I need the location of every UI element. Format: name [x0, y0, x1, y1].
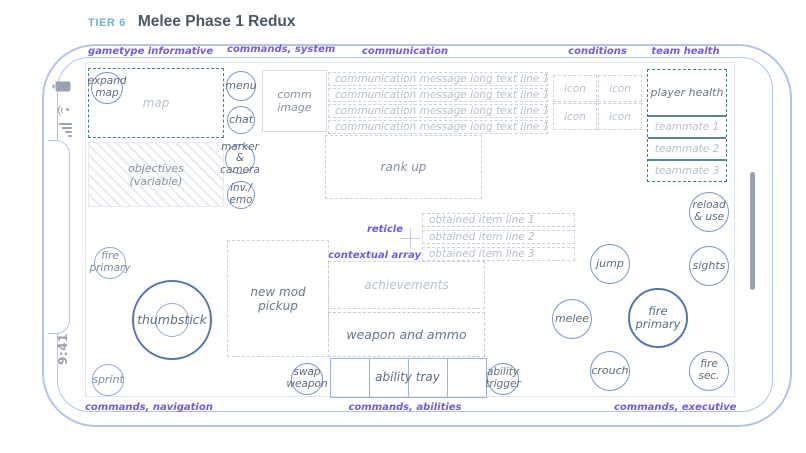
comm-message-line: communication message long text line 1: [328, 72, 548, 86]
player-health-row: player health: [650, 86, 724, 99]
phone-screen: [85, 62, 735, 397]
comm-image-region: comm image: [262, 70, 327, 132]
ability-trigger-button[interactable]: ability trigger: [485, 363, 521, 395]
ability-slot[interactable]: [447, 359, 486, 397]
melee-button[interactable]: melee: [552, 299, 592, 339]
fire-primary-button[interactable]: fire primary: [628, 288, 688, 348]
ability-tray: [330, 358, 487, 398]
reload-use-button[interactable]: reload & use: [689, 192, 729, 232]
map-region: map: [88, 68, 224, 138]
thumbstick[interactable]: thumbstick: [132, 280, 212, 360]
chat-button[interactable]: chat: [227, 106, 255, 134]
wifi-icon: [56, 102, 73, 118]
tier-badge: TIER 6: [88, 17, 126, 29]
cell-signal-icon: [58, 121, 72, 137]
rank-up-label: rank up: [380, 160, 427, 174]
rank-up-region: rank up: [325, 135, 482, 199]
phone-case: [42, 44, 792, 427]
obtained-item-line: obtained item line 1: [422, 213, 575, 227]
objectives-label: objectives (variable): [128, 161, 184, 188]
menu-button[interactable]: menu: [225, 71, 257, 101]
zone-label-gametype-informative: gametype informative: [88, 46, 214, 57]
condition-icon: icon: [598, 103, 642, 130]
phone-notch: [48, 140, 70, 334]
status-time: 9:41: [56, 333, 70, 365]
ability-slot[interactable]: [331, 359, 369, 397]
comm-message-line: communication message long text line 1: [328, 88, 548, 102]
team-health-region: player health teammate 1 teammate 2 team…: [647, 69, 727, 182]
ability-slot[interactable]: [369, 359, 408, 397]
achievements-region: achievements: [328, 261, 485, 309]
zone-label-commands-abilities: commands, abilities: [348, 402, 462, 413]
condition-icon: icon: [553, 103, 597, 130]
obtained-item-line: obtained item line 3: [422, 247, 575, 261]
home-indicator[interactable]: [750, 172, 755, 290]
swap-weapon-button[interactable]: swap weapon: [286, 363, 328, 395]
zone-label-commands-system: commands, system: [227, 44, 336, 55]
condition-icon: icon: [598, 75, 642, 102]
map-label: map: [142, 96, 170, 110]
new-mod-pickup-label: new mod pickup: [250, 284, 306, 313]
thumbstick-inner: [155, 303, 189, 337]
inventory-emote-button[interactable]: inv./ emo: [227, 181, 255, 209]
teammate-row: teammate 2: [648, 137, 726, 158]
zone-label-team-health: team health: [651, 46, 720, 57]
expand-map-button[interactable]: expand map: [87, 72, 127, 104]
crouch-button[interactable]: crouch: [590, 351, 630, 391]
jump-button[interactable]: jump: [590, 244, 630, 284]
ability-slot[interactable]: [408, 359, 447, 397]
sprint-button[interactable]: sprint: [92, 364, 124, 396]
conditions-region: icon icon icon icon: [553, 75, 642, 130]
new-mod-pickup-region: new mod pickup: [227, 240, 329, 357]
zone-label-communication: communication: [361, 46, 449, 57]
reticle-icon: [400, 238, 421, 239]
page-header: TIER 6 Melee Phase 1 Redux: [88, 13, 296, 31]
zone-label-commands-executive: commands, executive: [614, 402, 737, 413]
reticle-label: reticle: [366, 224, 403, 235]
obtained-item-line: obtained item line 2: [422, 230, 575, 244]
zone-label-commands-navigation: commands, navigation: [85, 402, 213, 413]
fire-secondary-button[interactable]: fire sec.: [689, 351, 729, 391]
comm-message-line: communication message long text line 1: [328, 104, 548, 118]
objectives-region: objectives (variable): [88, 142, 224, 207]
fire-primary-left-button[interactable]: fire primary: [89, 247, 131, 279]
condition-icon: icon: [553, 75, 597, 102]
teammate-row: teammate 1: [648, 115, 726, 136]
marker-camera-button[interactable]: marker & camera: [220, 140, 260, 176]
weapon-ammo-region: weapon and ammo: [328, 312, 485, 357]
page-title: Melee Phase 1 Redux: [137, 13, 296, 30]
weapon-ammo-label: weapon and ammo: [346, 327, 467, 342]
teammate-row: teammate 3: [648, 159, 726, 180]
contextual-array-label: contextual array: [328, 250, 422, 261]
sights-button[interactable]: sights: [689, 246, 729, 286]
comm-message-line: communication message long text line 1: [328, 120, 548, 134]
zone-label-conditions: conditions: [568, 46, 627, 57]
comm-image-label: comm image: [277, 88, 312, 114]
achievements-label: achievements: [364, 278, 449, 292]
battery-icon: [55, 81, 71, 92]
